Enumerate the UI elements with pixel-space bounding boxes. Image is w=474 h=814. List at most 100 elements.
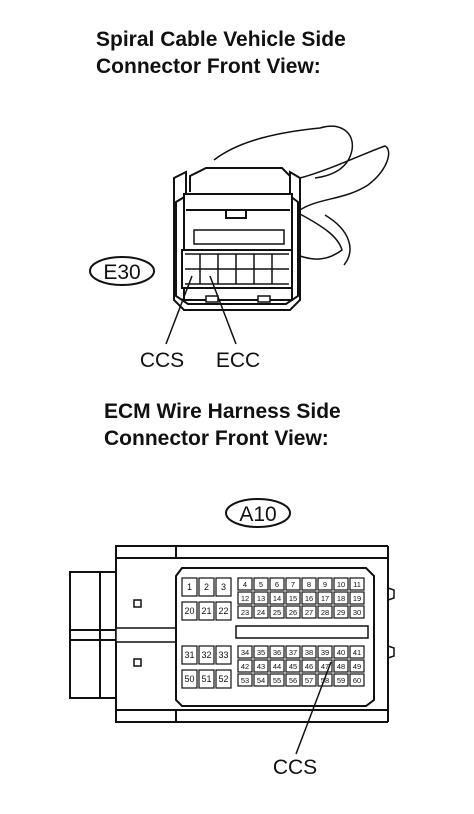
pin-cell: 42 <box>237 659 253 673</box>
pin-cell: 14 <box>269 591 285 605</box>
pin-number: 46 <box>305 662 313 671</box>
connector-code: E30 <box>103 261 140 284</box>
pin-cell: 45 <box>285 659 301 673</box>
pin-number: 48 <box>337 662 345 671</box>
latch-body <box>69 571 123 699</box>
pin-box <box>333 659 349 673</box>
ecm-harness-connector-title: ECM Wire Harness Side Connector Front Vi… <box>104 398 341 452</box>
pin-number: 47 <box>321 662 329 671</box>
pin-box <box>333 673 349 687</box>
pin-box <box>215 601 232 621</box>
pin-box <box>269 645 285 659</box>
pin-number: 15 <box>289 594 297 603</box>
pin-cell: 46 <box>301 659 317 673</box>
pin-box <box>333 605 349 619</box>
pin-cell: 24 <box>253 605 269 619</box>
pin-cell: 10 <box>333 577 349 591</box>
pin-box <box>181 645 198 665</box>
pin-box <box>253 591 269 605</box>
pin-number: 16 <box>305 594 313 603</box>
pin-box <box>317 673 333 687</box>
pin-box <box>317 591 333 605</box>
pin-box <box>285 645 301 659</box>
pin-cell: 53 <box>237 673 253 687</box>
pin-number: 39 <box>321 648 329 657</box>
pin-cell: 17 <box>317 591 333 605</box>
spiral-cable-connector <box>165 125 390 345</box>
pin-box <box>317 577 333 591</box>
ecc-leader-line <box>209 275 237 345</box>
pin-number: 34 <box>241 648 249 657</box>
pin-number: 50 <box>184 674 194 684</box>
wire-bundle <box>299 213 343 260</box>
ecc-label: ECC <box>216 349 260 372</box>
side-tab <box>387 587 395 601</box>
pin-cell: 20 <box>181 601 198 621</box>
bottom-tab <box>205 295 219 303</box>
pin-cell: 3 <box>215 577 232 597</box>
pin-number: 51 <box>201 674 211 684</box>
pin-box <box>181 669 198 689</box>
pin-cell: 60 <box>349 673 365 687</box>
pin-number: 57 <box>305 676 313 685</box>
wire-bundle <box>299 145 390 211</box>
pin-cell: 58 <box>317 673 333 687</box>
locator-square <box>133 599 142 608</box>
pin-number: 33 <box>218 650 228 660</box>
pin-number: 31 <box>184 650 194 660</box>
pin-number: 1 <box>187 582 192 592</box>
pin-box <box>237 673 253 687</box>
pin-cell: 18 <box>333 591 349 605</box>
pin-number: 26 <box>289 608 297 617</box>
latch <box>225 209 247 219</box>
pin-cell: 22 <box>215 601 232 621</box>
pin-box <box>285 605 301 619</box>
pin-box <box>237 659 253 673</box>
pin-box <box>333 645 349 659</box>
pin-cell: 29 <box>333 605 349 619</box>
pin-box <box>181 577 198 597</box>
pin-box <box>253 645 269 659</box>
pin-cell: 35 <box>253 645 269 659</box>
connector-code-badge: A10 <box>225 498 291 528</box>
pin-box <box>301 645 317 659</box>
pin-box <box>253 605 269 619</box>
pin-cell: 51 <box>198 669 215 689</box>
pin-number: 49 <box>353 662 361 671</box>
mid-slot <box>235 625 369 639</box>
pin-box <box>198 645 215 665</box>
connector-cap <box>189 167 291 192</box>
pin-number: 38 <box>305 648 313 657</box>
pin-box <box>198 601 215 621</box>
pin-cell: 39 <box>317 645 333 659</box>
pin-number: 13 <box>257 594 265 603</box>
pin-number: 55 <box>273 676 281 685</box>
pin-box <box>349 577 365 591</box>
pin-box <box>269 605 285 619</box>
pin-number: 23 <box>241 608 249 617</box>
spiral-cable-connector-title: Spiral Cable Vehicle Side Connector Fron… <box>96 26 346 80</box>
pin-cell: 41 <box>349 645 365 659</box>
pin-box <box>253 673 269 687</box>
pin-cell: 26 <box>285 605 301 619</box>
pin-number: 2 <box>204 582 209 592</box>
pin-cell: 8 <box>301 577 317 591</box>
pin-cell: 54 <box>253 673 269 687</box>
pin-cell: 2 <box>198 577 215 597</box>
pin-box <box>301 659 317 673</box>
pin-number: 32 <box>201 650 211 660</box>
pin-cell: 36 <box>269 645 285 659</box>
pin-number: 45 <box>289 662 297 671</box>
pin-number: 30 <box>353 608 361 617</box>
pin-cell: 52 <box>215 669 232 689</box>
pin-number: 6 <box>275 580 279 589</box>
pin-cell: 19 <box>349 591 365 605</box>
pin-box <box>237 605 253 619</box>
pin-box <box>317 605 333 619</box>
pin-number: 5 <box>259 580 263 589</box>
pin-box <box>301 673 317 687</box>
pin-box <box>349 673 365 687</box>
pin-number: 17 <box>321 594 329 603</box>
pin-number: 24 <box>257 608 265 617</box>
pin-box <box>198 669 215 689</box>
